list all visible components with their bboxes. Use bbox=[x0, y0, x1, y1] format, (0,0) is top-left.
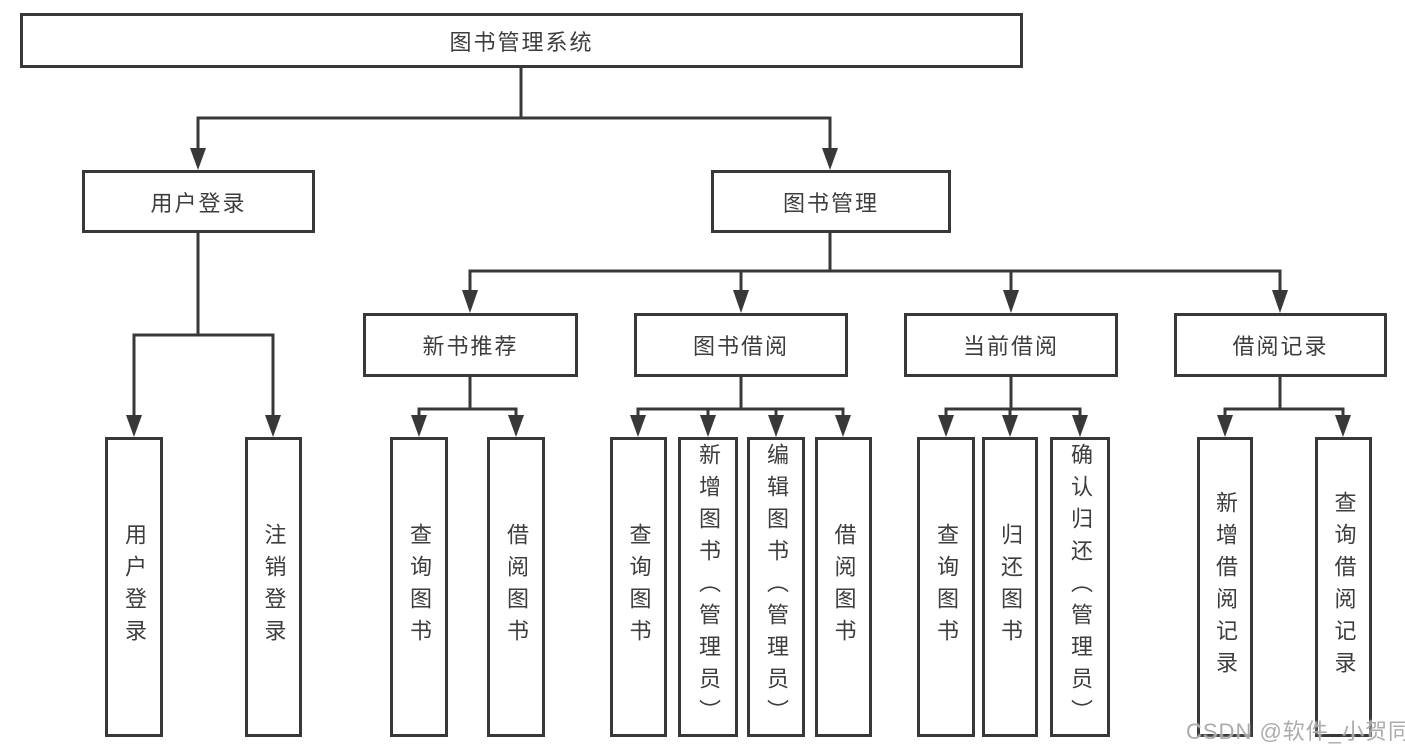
leaf-query-borrow-record: 查询借阅记录 bbox=[1315, 437, 1372, 737]
node-label: 查询图书 bbox=[626, 523, 652, 651]
node-library-system: 图书管理系统 bbox=[20, 13, 1023, 68]
leaf-add-books-admin: 新增图书（管理员） bbox=[678, 437, 738, 737]
node-book-management: 图书管理 bbox=[711, 170, 951, 233]
leaf-logout: 注销登录 bbox=[245, 437, 302, 737]
node-current-borrowing: 当前借阅 bbox=[904, 313, 1118, 377]
node-label: 新增借阅记录 bbox=[1213, 491, 1238, 683]
leaf-borrow-books-2: 借阅图书 bbox=[815, 437, 872, 737]
leaf-query-books-2: 查询图书 bbox=[610, 437, 667, 737]
node-user-login: 用户登录 bbox=[82, 170, 315, 233]
leaf-add-borrow-record: 新增借阅记录 bbox=[1197, 437, 1253, 737]
node-label: 归还图书 bbox=[998, 523, 1023, 651]
node-label: 图书管理 bbox=[782, 190, 879, 216]
leaf-confirm-return-admin: 确认归还（管理员） bbox=[1050, 437, 1110, 737]
node-label: 注销登录 bbox=[261, 523, 287, 651]
csdn-watermark: CSDN @软件_小贺同学 bbox=[1186, 719, 1405, 744]
node-new-book-recommendation: 新书推荐 bbox=[363, 313, 578, 377]
node-label: 新增图书（管理员） bbox=[696, 443, 721, 731]
leaf-user-login: 用户登录 bbox=[105, 437, 163, 737]
node-label: 新书推荐 bbox=[422, 334, 519, 359]
node-label: 编辑图书（管理员） bbox=[764, 443, 789, 731]
node-label: 确认归还（管理员） bbox=[1068, 443, 1093, 731]
leaf-borrow-books-1: 借阅图书 bbox=[487, 437, 545, 737]
node-label: 借阅图书 bbox=[831, 523, 857, 651]
node-book-borrowing: 图书借阅 bbox=[634, 313, 848, 377]
leaf-query-books-3: 查询图书 bbox=[917, 437, 975, 737]
leaf-return-books: 归还图书 bbox=[982, 437, 1038, 737]
node-label: 图书借阅 bbox=[692, 334, 789, 359]
node-label: 查询借阅记录 bbox=[1331, 491, 1357, 683]
node-label: 查询图书 bbox=[934, 523, 959, 651]
leaf-query-books-1: 查询图书 bbox=[390, 437, 448, 737]
node-label: 查询图书 bbox=[407, 523, 432, 651]
node-label: 用户登录 bbox=[150, 190, 247, 216]
node-label: 图书管理系统 bbox=[449, 29, 594, 55]
node-label: 借阅记录 bbox=[1232, 334, 1329, 359]
node-label: 用户登录 bbox=[122, 523, 147, 651]
leaf-edit-books-admin: 编辑图书（管理员） bbox=[747, 437, 805, 737]
node-label: 当前借阅 bbox=[962, 334, 1059, 359]
node-label: 借阅图书 bbox=[504, 523, 529, 651]
node-borrowing-records: 借阅记录 bbox=[1174, 313, 1387, 377]
